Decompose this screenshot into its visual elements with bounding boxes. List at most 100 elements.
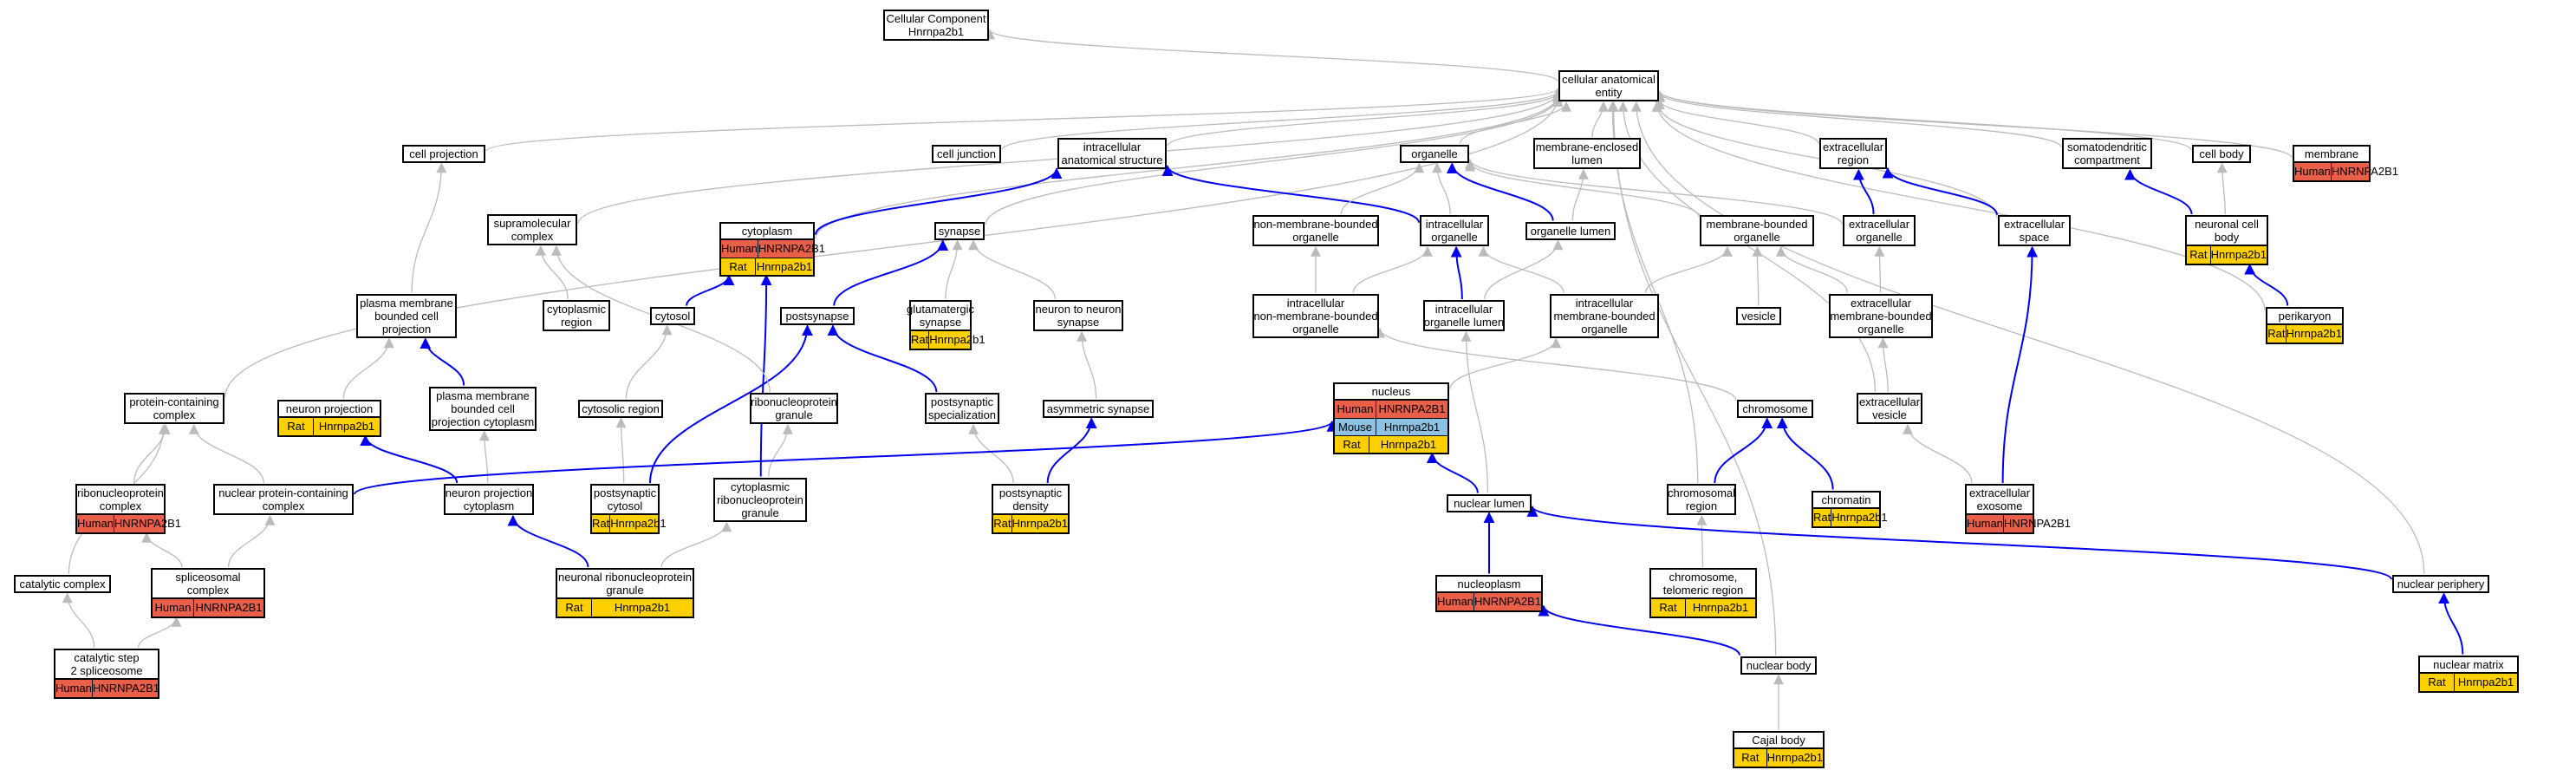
species-cell: Human [77, 515, 114, 532]
node-label-line: membrane-enclosed [1535, 140, 1639, 153]
edge-part-of [2001, 245, 2039, 484]
node-organelle[interactable]: organelle [1400, 144, 1469, 163]
node-label-line: granule [741, 506, 779, 519]
edge-is-a [485, 88, 1563, 152]
node-label-line: region [1685, 499, 1718, 512]
node-cellproj[interactable]: cell projection [402, 144, 485, 163]
node-vesicle[interactable]: vesicle [1736, 306, 1781, 325]
node-label: nucleoplasm [1435, 574, 1543, 593]
node-catcomp[interactable]: catalytic complex [14, 574, 111, 593]
node-label-line: cell body [2199, 147, 2244, 160]
edge-is-a [1478, 245, 1564, 293]
node-label-line: region [560, 316, 593, 329]
node-label-line: extracellular [1848, 218, 1910, 231]
gene-cell: Hnrnpa2b1 [318, 419, 375, 433]
node-label: organelle [1400, 144, 1469, 163]
node-label-line: vesicle [1741, 309, 1776, 323]
gene-cell: Hnrnpa2b1 [610, 517, 667, 530]
gene-cell: HNRNPA2B1 [114, 517, 181, 530]
node-postsyn[interactable]: postsynapse [780, 306, 855, 325]
edge-is-a [411, 162, 447, 293]
node-orglumen[interactable]: organelle lumen [1525, 221, 1616, 240]
edge-part-of [507, 514, 589, 568]
node-chromosome[interactable]: chromosome [1737, 399, 1813, 418]
node-cytosol[interactable]: cytosol [650, 306, 695, 325]
node-label: neuron projection [277, 399, 381, 418]
gene-cell: HNRNPA2B1 [2331, 164, 2398, 178]
edge-part-of [1046, 417, 1097, 484]
node-asymsyn[interactable]: asymmetric synapse [1043, 399, 1154, 418]
node-cytosolreg[interactable]: cytosolic region [578, 399, 663, 418]
node-nuclumen[interactable]: nuclear lumen [1447, 493, 1532, 512]
species-cell: Rat [993, 515, 1012, 532]
node-label: cytosolic region [578, 399, 663, 418]
node-nucbody[interactable]: nuclear body [1740, 656, 1817, 675]
node-label-line: complex [511, 230, 554, 243]
node-synapse[interactable]: synapse [934, 221, 985, 240]
edge-is-a [968, 423, 1014, 484]
node-nucperiph[interactable]: nuclear periphery [2392, 574, 2489, 593]
node-celljunc[interactable]: cell junction [932, 144, 1001, 163]
node-cellbody[interactable]: cell body [2192, 144, 2251, 163]
edge-is-a [1340, 162, 1425, 215]
gene-cell: Hnrnpa2b1 [929, 333, 986, 346]
node-label-line: neuron projection [445, 486, 533, 499]
